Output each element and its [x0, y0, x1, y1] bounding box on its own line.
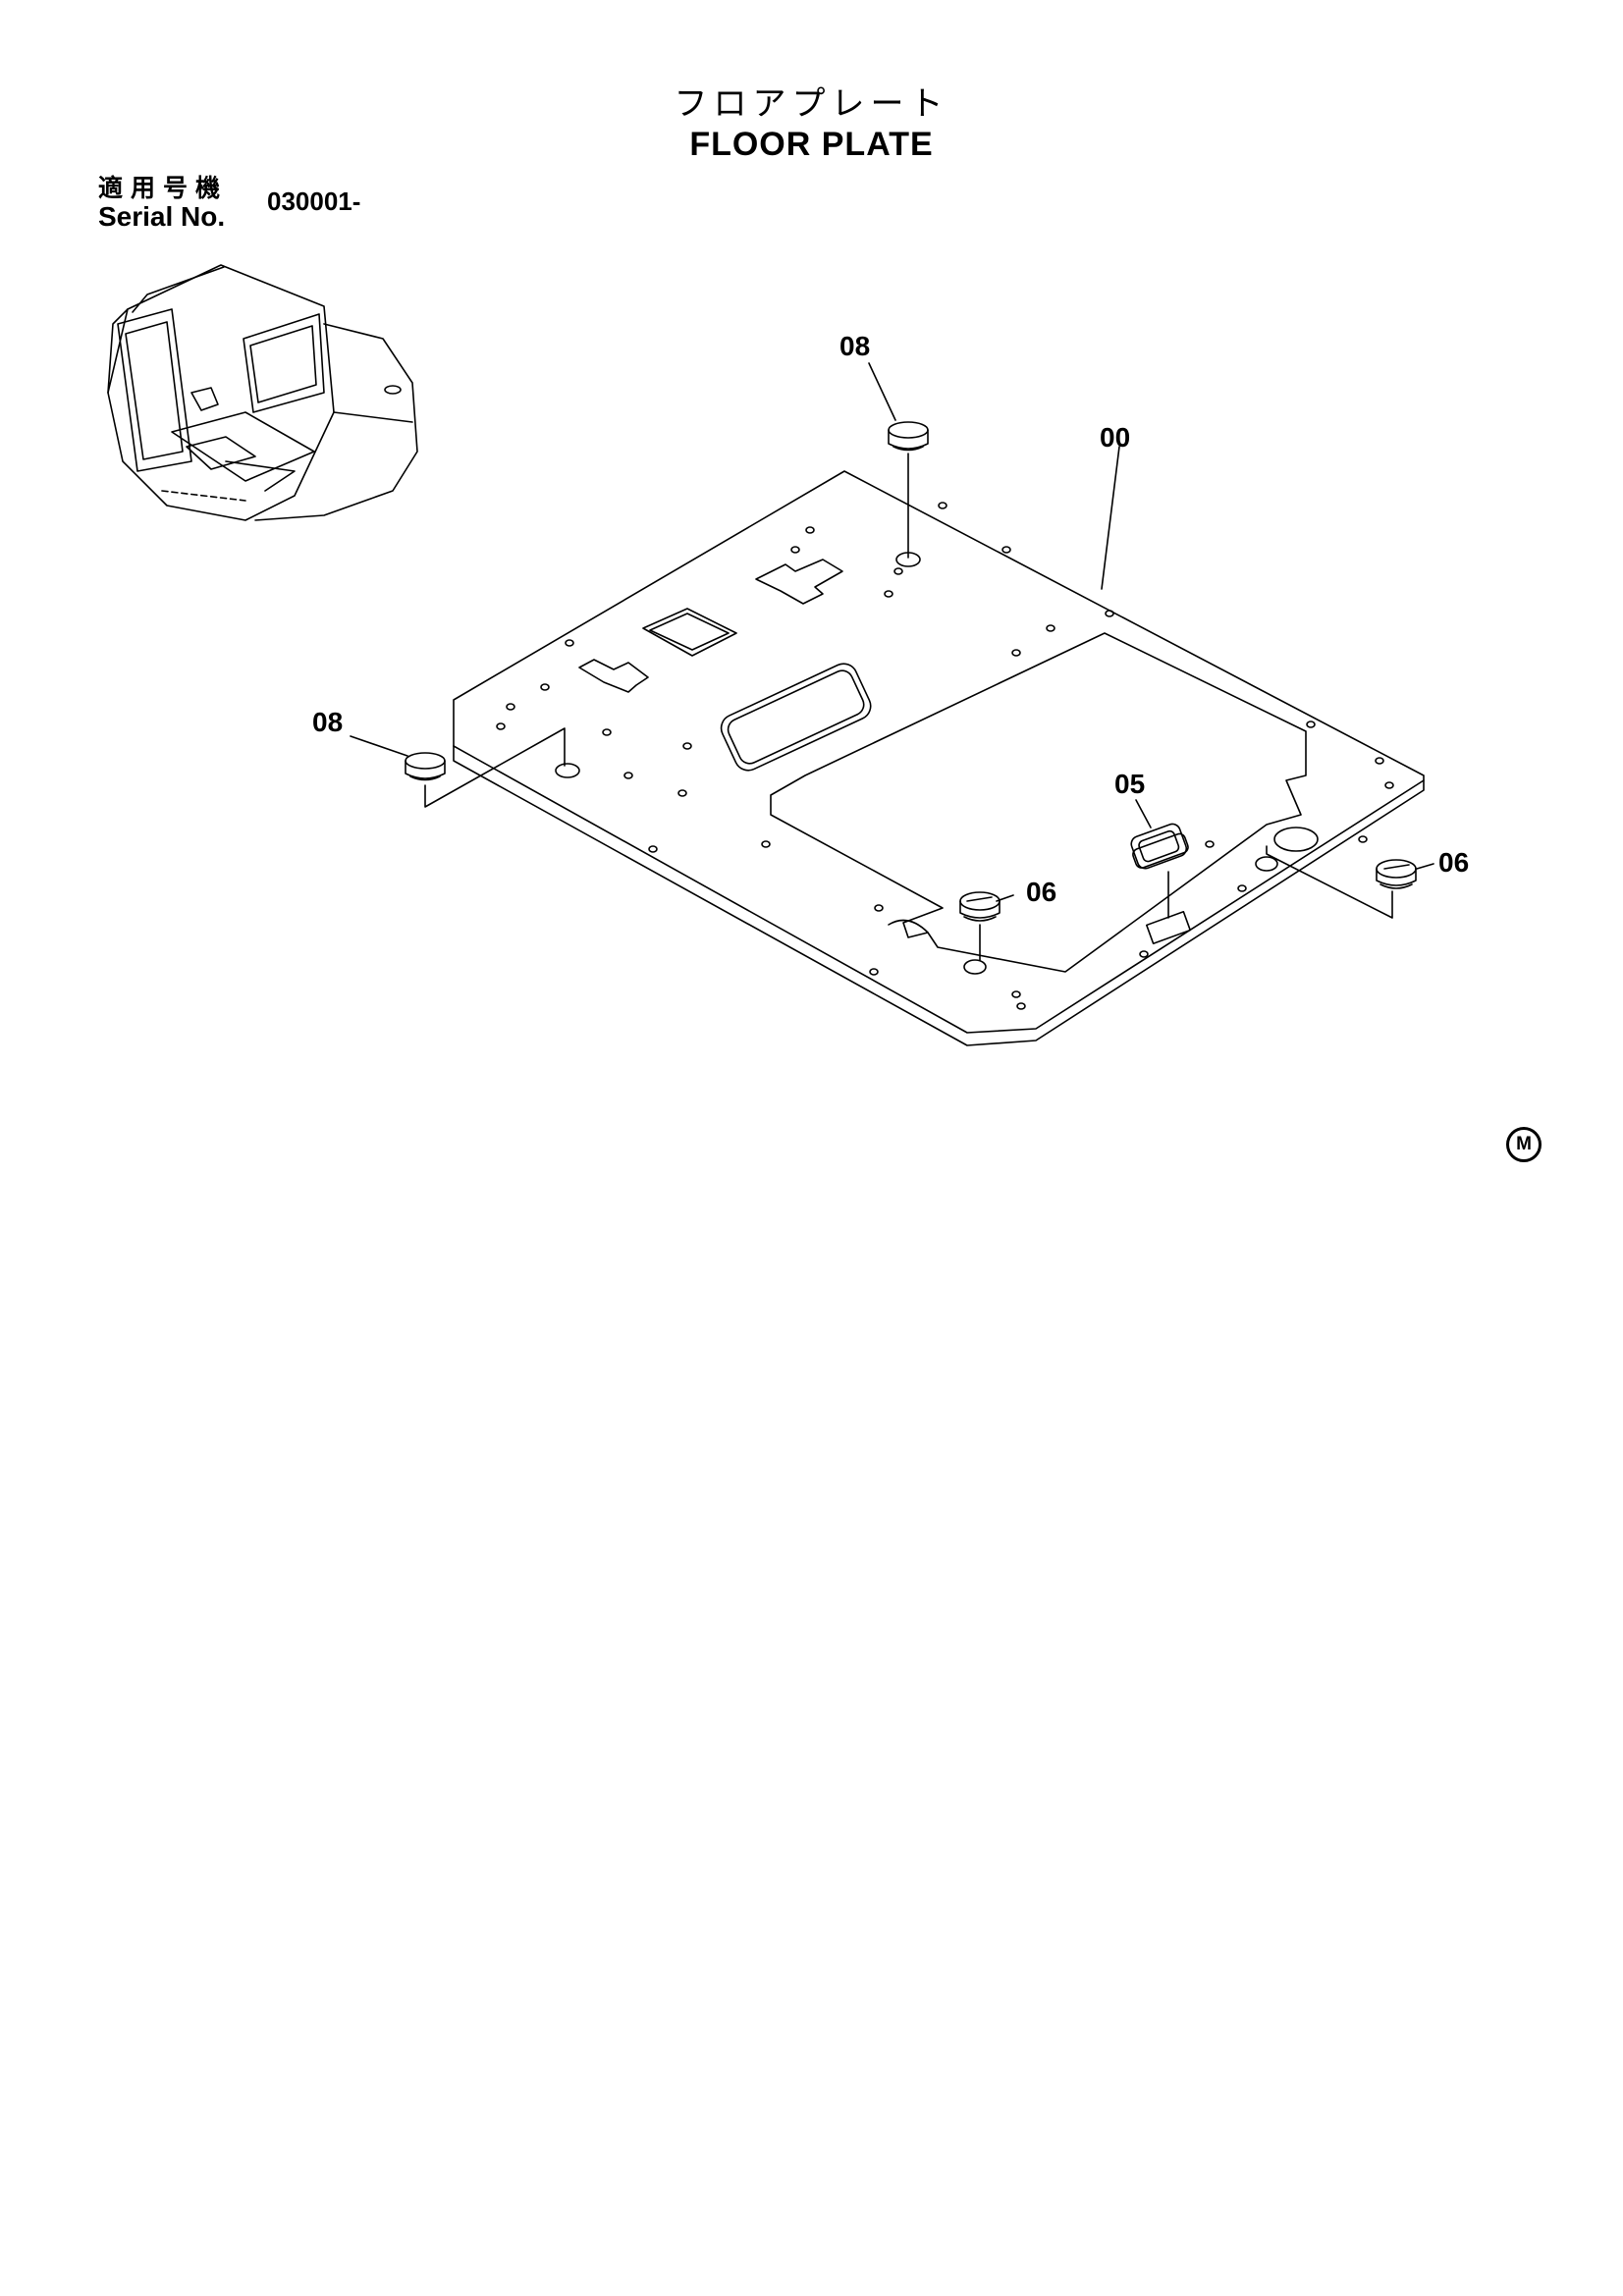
callout-06-center: 06 [1026, 877, 1056, 907]
callout-05: 05 [1114, 769, 1145, 799]
floor-plate [453, 470, 1425, 1046]
serial-number: 030001- [267, 187, 361, 216]
plug-06-center [959, 891, 1001, 961]
callout-08-top: 08 [839, 331, 870, 361]
grommet-05 [1130, 823, 1189, 919]
model-mark: M [1506, 1127, 1542, 1162]
callout-06-right: 06 [1438, 847, 1469, 878]
leader-lines [350, 362, 1434, 902]
serial-label-japanese: 適用号機 [98, 174, 229, 202]
plug-06-right [1266, 845, 1417, 919]
title-japanese: フロアプレート [674, 84, 949, 124]
callout-00: 00 [1100, 422, 1130, 453]
title-english: FLOOR PLATE [689, 126, 934, 163]
callout-08-left: 08 [312, 707, 343, 737]
plug-08-top [888, 421, 929, 559]
cab-overview-illustration [107, 264, 418, 521]
serial-label-english: Serial No. [98, 201, 226, 232]
serial-label: 適用号機 Serial No. [98, 175, 228, 232]
plug-08-left [405, 727, 566, 808]
